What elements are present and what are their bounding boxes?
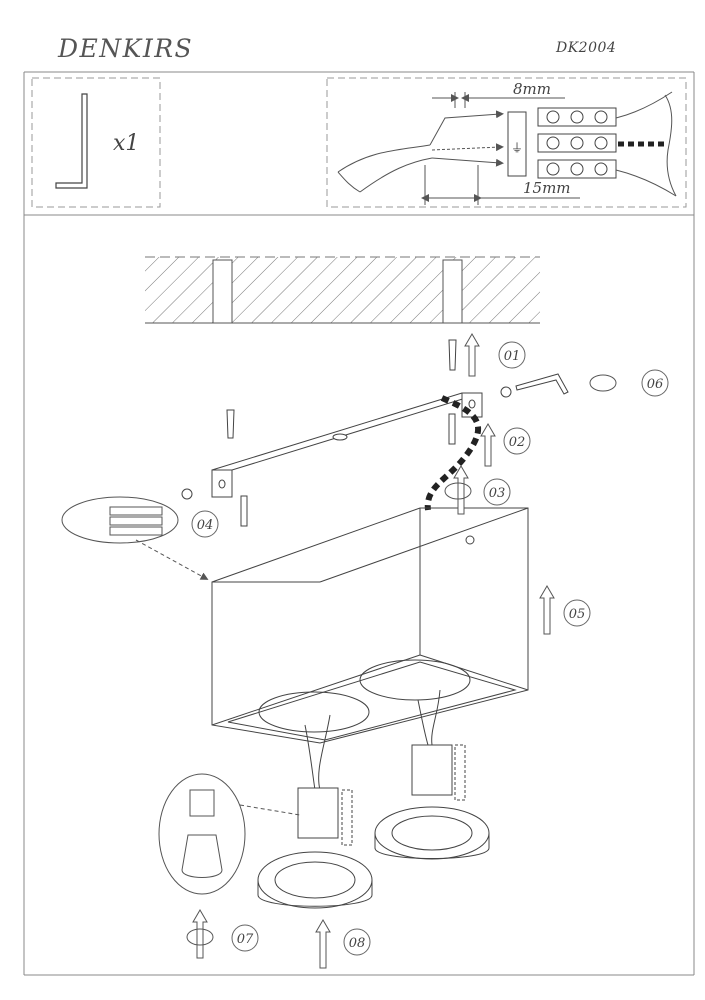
step-08-circle <box>343 928 371 956</box>
step-06-label: 06 <box>647 377 664 392</box>
spotlight-module <box>374 689 490 860</box>
wall-plug <box>226 339 457 439</box>
step-02-label: 02 <box>509 435 526 450</box>
step-04-label: 04 <box>197 518 214 533</box>
rotation-arrow <box>186 374 617 946</box>
strip-length-label: 8mm <box>513 80 551 98</box>
spotlight-module <box>257 714 373 909</box>
step-03-circle <box>483 478 511 506</box>
model-number: DK2004 <box>556 40 617 56</box>
wiring-box: 8mm 15mm ⏚ <box>326 77 687 208</box>
screw <box>181 386 512 527</box>
mounting-bracket <box>211 392 483 498</box>
ceiling <box>145 256 540 324</box>
terminal-block: ⏚ <box>507 107 617 179</box>
step-01-circle <box>498 341 526 369</box>
hex-key-icon <box>515 373 569 395</box>
step-08-label: 08 <box>349 936 366 951</box>
page-frame <box>23 71 695 976</box>
step-03-label: 03 <box>489 486 506 501</box>
step-05-circle <box>563 599 591 627</box>
step-07-label: 07 <box>237 932 254 947</box>
bulb-detail-callout <box>158 773 301 895</box>
brand-name: DENKIRS <box>58 34 194 63</box>
step-05-label: 05 <box>569 607 586 622</box>
step-06-circle <box>641 369 669 397</box>
lamp-housing <box>211 507 529 744</box>
step-labels <box>191 341 669 956</box>
terminal-detail-callout <box>61 496 209 580</box>
tool-box: x1 <box>31 77 161 208</box>
step-04-circle <box>191 510 219 538</box>
step-01-label: 01 <box>504 349 521 364</box>
insulation-length-label: 15mm <box>523 179 571 197</box>
step-02-circle <box>503 427 531 455</box>
hex-key-icon <box>55 93 88 189</box>
step-07-circle <box>231 924 259 952</box>
direction-arrow <box>192 333 555 969</box>
supply-cable <box>424 395 482 511</box>
tool-quantity-label: x1 <box>113 131 139 156</box>
ground-symbol: ⏚ <box>511 141 523 155</box>
